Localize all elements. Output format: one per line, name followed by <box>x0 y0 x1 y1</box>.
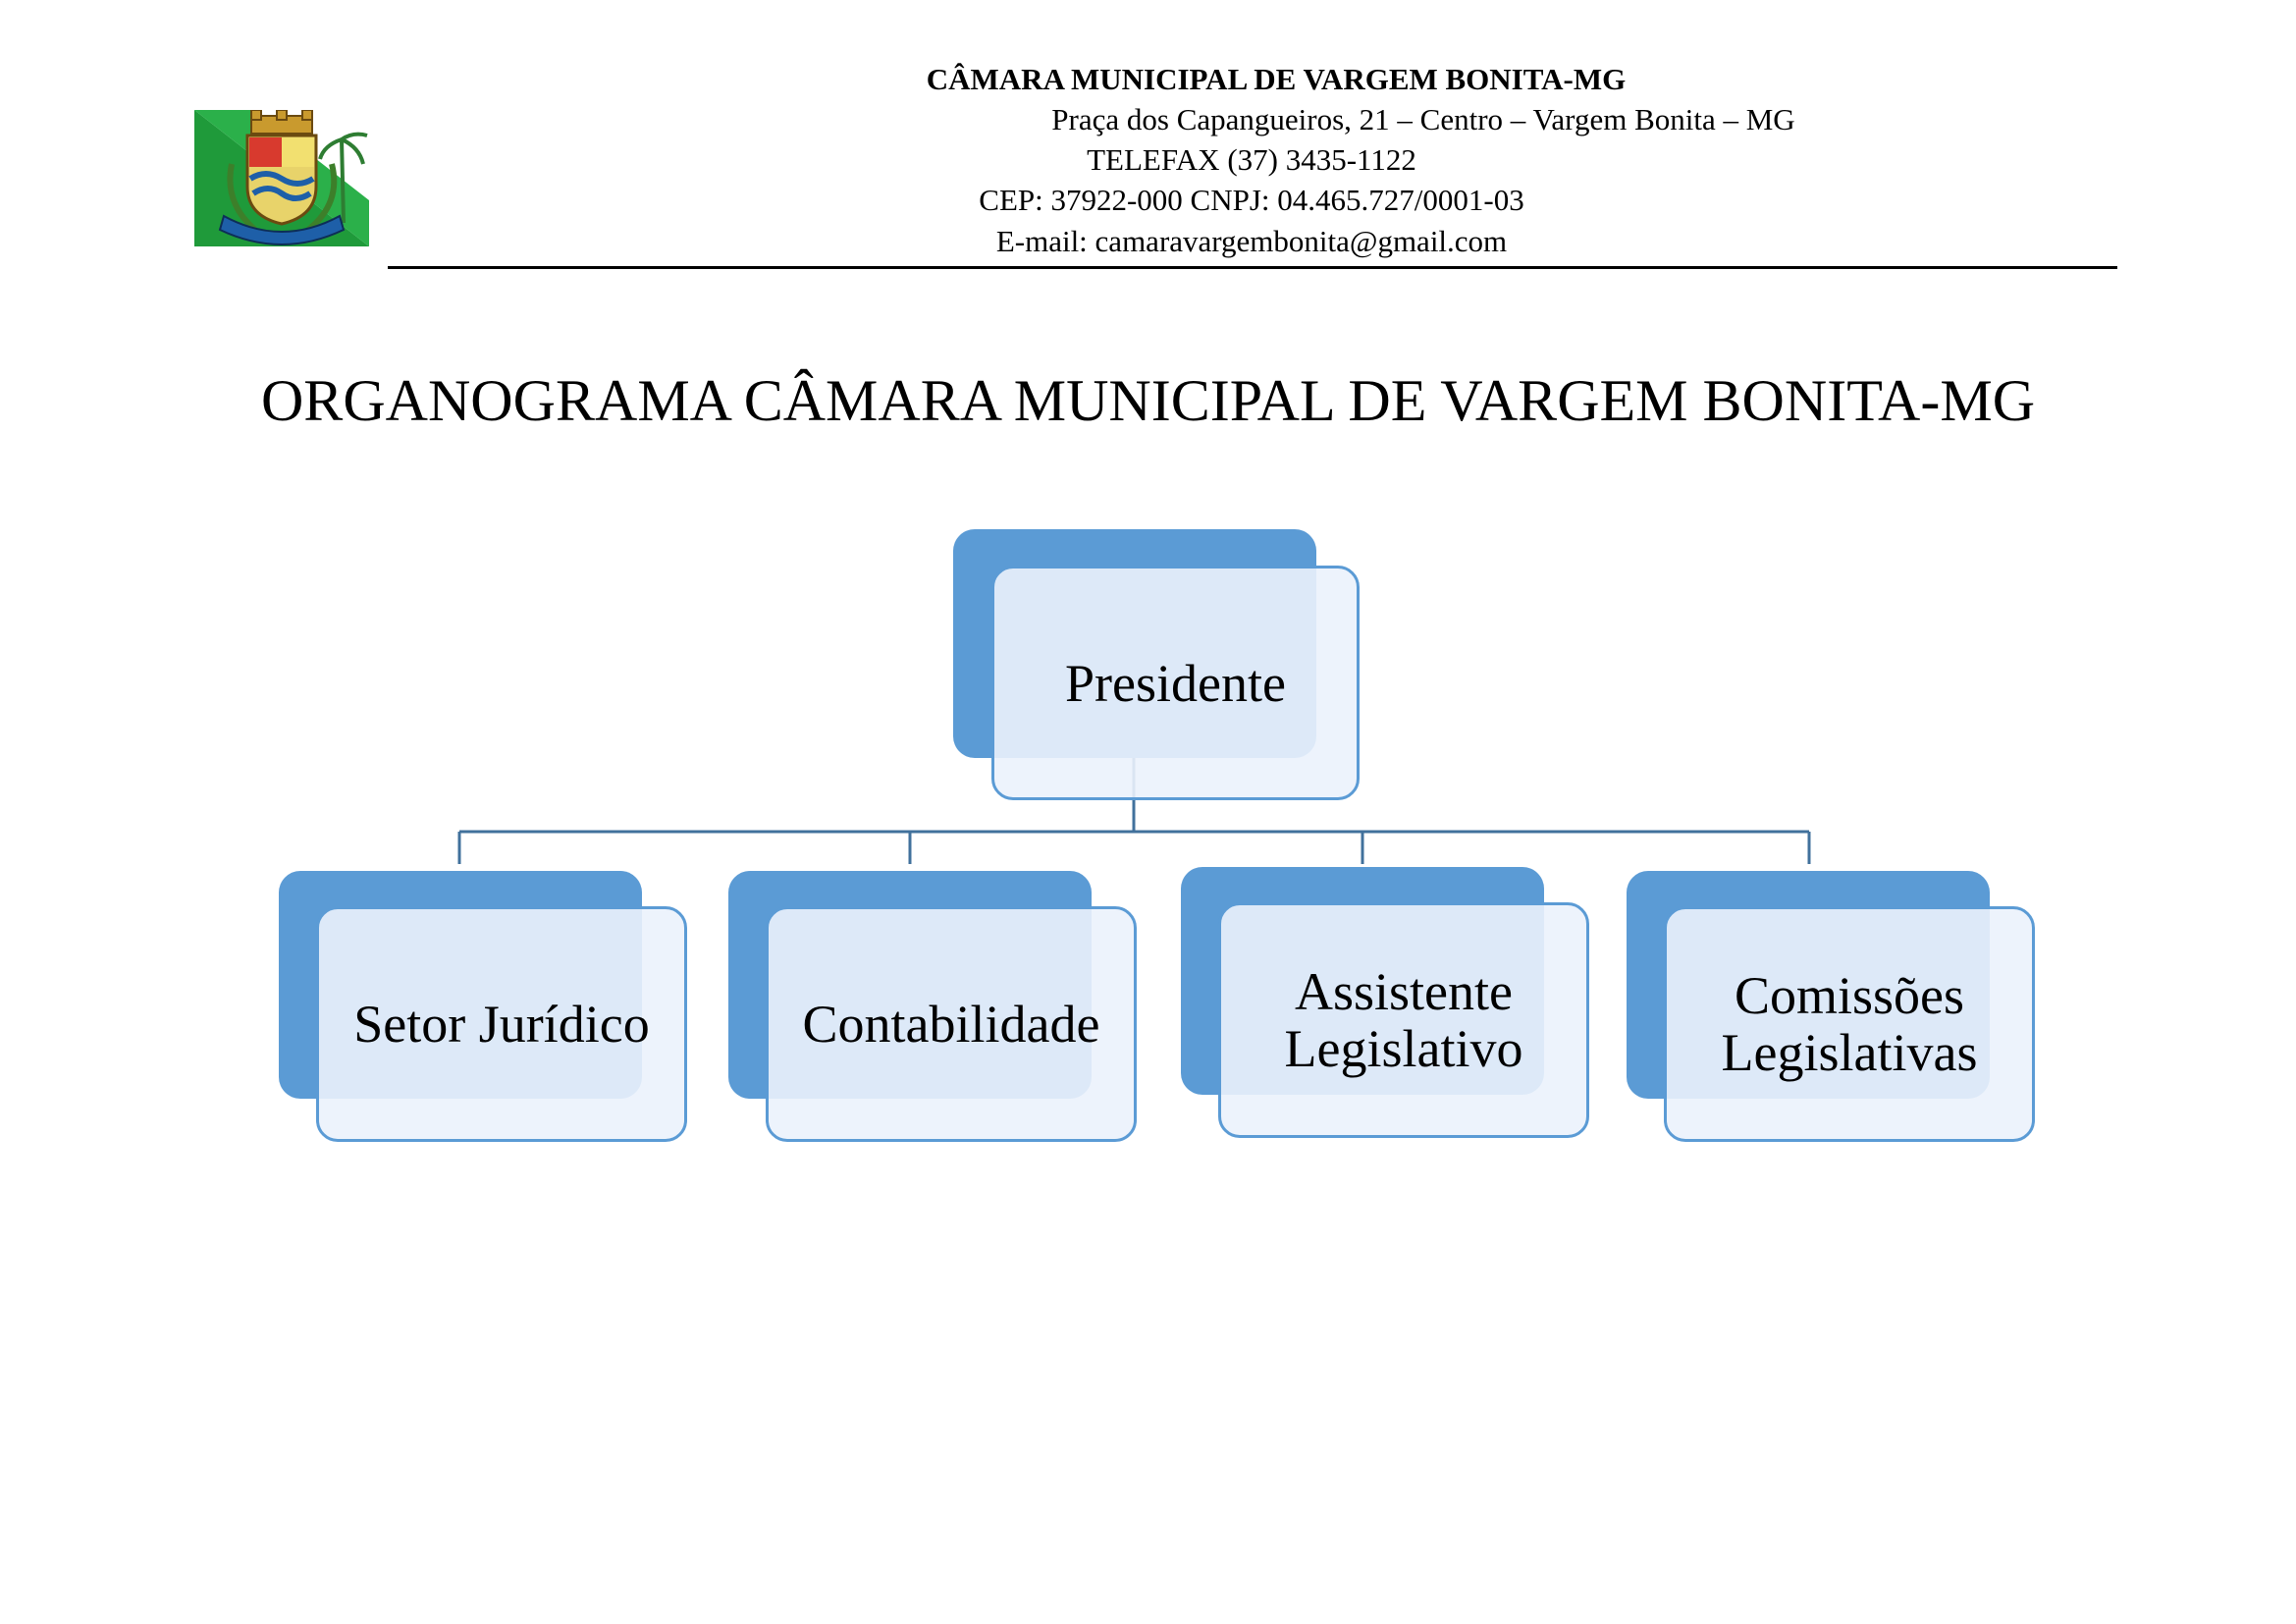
header-divider <box>388 266 2117 269</box>
institution-phone: TELEFAX (37) 3435-1122 <box>1087 142 1416 177</box>
node-contabilidade-label: Contabilidade <box>802 995 1100 1054</box>
node-comissoes-legislativas-label: Comissões Legislativas <box>1721 966 1978 1082</box>
node-assistente-legislativo-label: Assistente Legislativo <box>1284 962 1523 1078</box>
node-presidente-label: Presidente <box>1065 653 1286 713</box>
node-setor-juridico-label: Setor Jurídico <box>353 995 650 1054</box>
node-presidente: Presidente <box>991 566 1360 800</box>
node-contabilidade: Contabilidade <box>766 906 1137 1142</box>
institution-name: CÂMARA MUNICIPAL DE VARGEM BONITA-MG <box>926 62 1627 96</box>
node-comissoes-legislativas: Comissões Legislativas <box>1664 906 2035 1142</box>
municipal-coat-of-arms-logo <box>194 110 369 246</box>
node-assistente-legislativo: Assistente Legislativo <box>1218 902 1589 1138</box>
institution-registration: CEP: 37922-000 CNPJ: 04.465.727/0001-03 <box>979 183 1524 217</box>
document-title: ORGANOGRAMA CÂMARA MUNICIPAL DE VARGEM B… <box>260 368 2036 433</box>
institution-email: E-mail: camaravargembonita@gmail.com <box>995 224 1508 258</box>
node-setor-juridico: Setor Jurídico <box>316 906 687 1142</box>
institution-address: Praça dos Capangueiros, 21 – Centro – Va… <box>1051 102 1795 136</box>
